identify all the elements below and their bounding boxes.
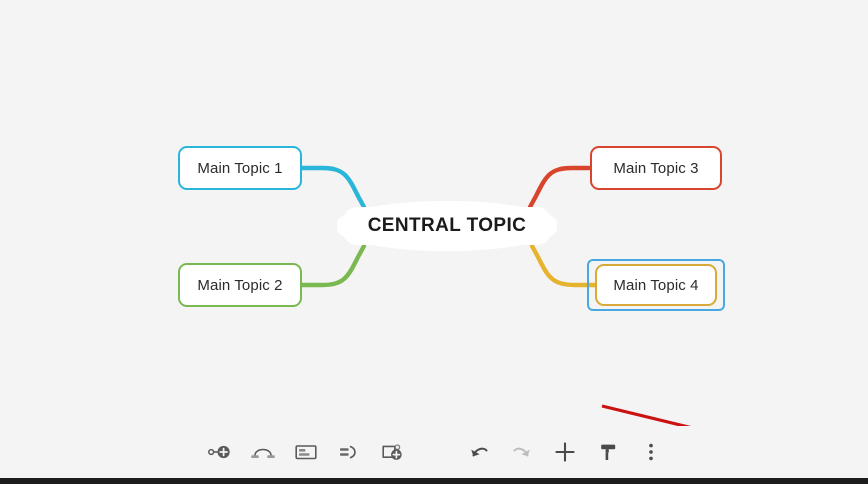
add-note-button[interactable] — [284, 432, 327, 472]
redo-button[interactable] — [500, 432, 543, 472]
add-button[interactable] — [543, 432, 586, 472]
redo-icon — [513, 447, 530, 457]
node-label: Main Topic 1 — [197, 159, 283, 177]
connector-topic4 — [529, 243, 598, 288]
system-navigation-bar — [0, 478, 868, 484]
central-topic-shape-inner — [343, 207, 551, 245]
bottom-toolbar — [0, 426, 868, 478]
format-painter-icon — [600, 444, 615, 460]
add-boundary-button[interactable] — [327, 432, 370, 472]
node-main-topic-4[interactable]: Main Topic 4 — [595, 264, 717, 306]
more-options-icon — [648, 443, 653, 461]
undo-button[interactable] — [457, 432, 500, 472]
add-note-icon — [294, 445, 317, 460]
add-boundary-icon — [339, 445, 356, 459]
central-topic-node[interactable]: CENTRAL TOPIC — [337, 201, 557, 251]
node-main-topic-1[interactable]: Main Topic 1 — [178, 146, 302, 190]
add-subtopic-icon — [207, 445, 230, 459]
more-options-button[interactable] — [629, 432, 672, 472]
connector-topic2 — [299, 243, 367, 288]
node-main-topic-3[interactable]: Main Topic 3 — [590, 146, 722, 190]
format-painter-button[interactable] — [586, 432, 629, 472]
node-main-topic-2[interactable]: Main Topic 2 — [178, 263, 302, 307]
add-relationship-button[interactable] — [241, 432, 284, 472]
toolbar-left-group — [198, 432, 413, 472]
undo-icon — [470, 447, 487, 457]
add-callout-icon — [381, 444, 402, 460]
add-subtopic-button[interactable] — [198, 432, 241, 472]
node-selection-ring — [587, 259, 725, 311]
node-label: Main Topic 3 — [613, 159, 699, 177]
toolbar-right-group — [457, 432, 672, 472]
plus-icon — [554, 442, 575, 462]
central-topic-label: CENTRAL TOPIC — [367, 215, 527, 236]
add-relationship-icon — [250, 448, 275, 458]
add-callout-button[interactable] — [370, 432, 413, 472]
node-label: Main Topic 2 — [197, 276, 283, 294]
node-label: Main Topic 4 — [613, 276, 699, 294]
